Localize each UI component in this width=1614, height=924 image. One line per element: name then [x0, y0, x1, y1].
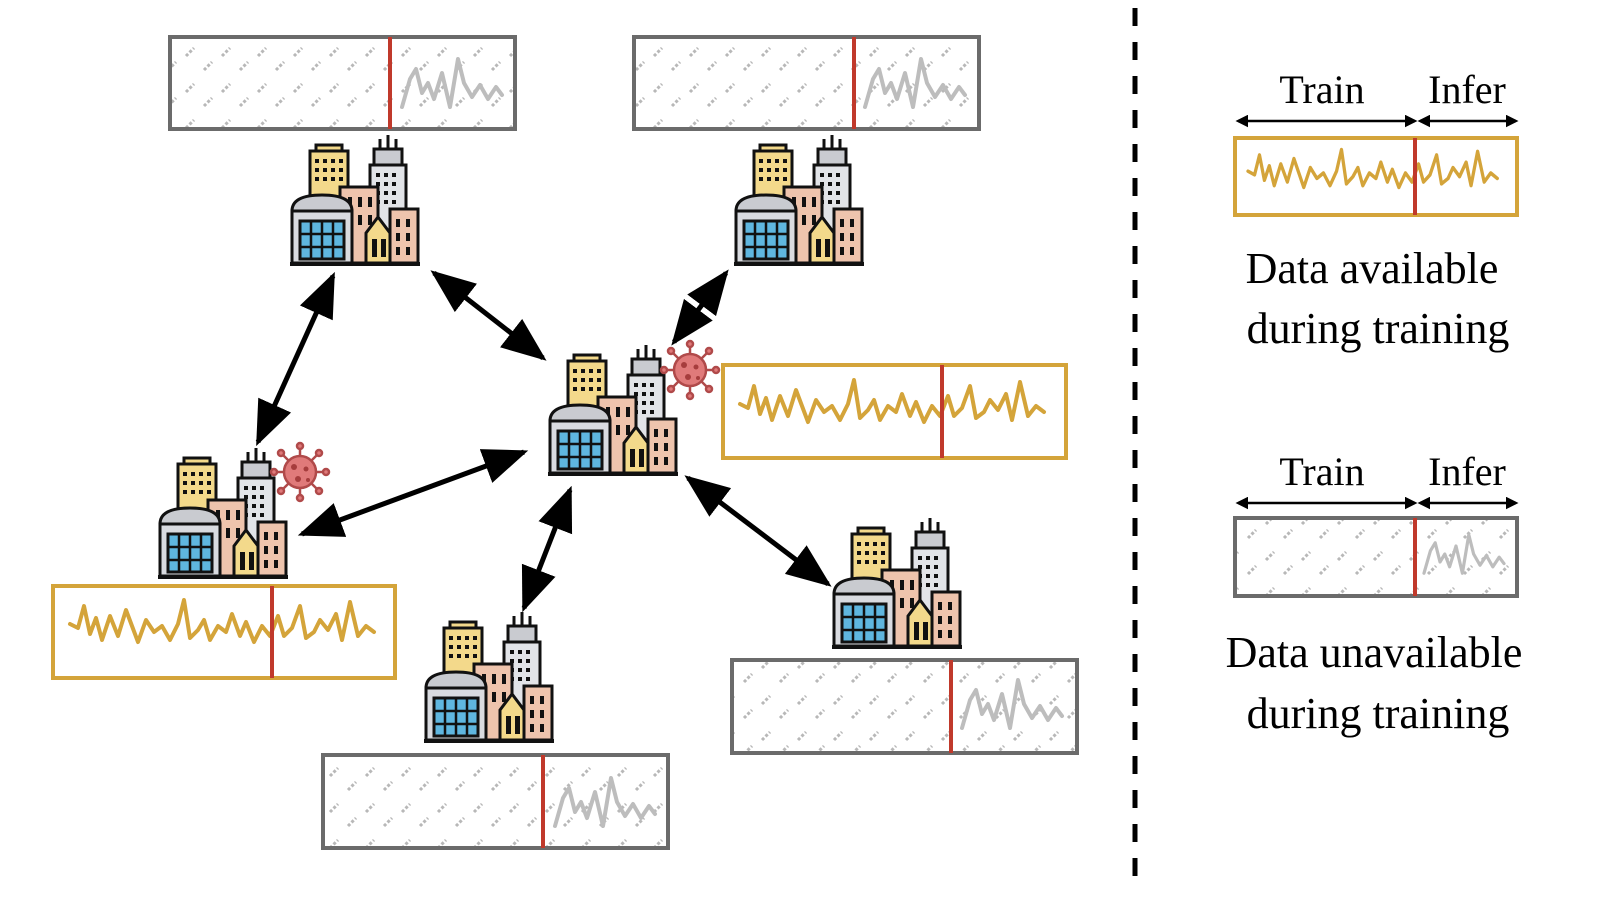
- data-box-available: [51, 584, 397, 680]
- legend-unavailable-infer-label: Infer: [1428, 449, 1506, 494]
- arrow-left-center: [297, 449, 529, 537]
- legend-unavailable-caption-line2: during training: [1247, 689, 1510, 738]
- legend-unavailable-train-label: Train: [1279, 449, 1364, 494]
- legend-unavailable: Train Infer Data unavailable during trai…: [1226, 449, 1523, 738]
- city-buildings-icon: [422, 610, 556, 743]
- legend-available: Train Infer Data available during traini…: [1233, 67, 1519, 353]
- virus-icon: [659, 339, 721, 401]
- connection-arrows: [255, 269, 832, 613]
- city-buildings-icon: [288, 133, 422, 266]
- legend-available-caption-line1: Data available: [1246, 244, 1499, 293]
- data-box-available: [721, 363, 1068, 460]
- city-buildings-icon: [732, 133, 866, 266]
- city-buildings-icon: [156, 446, 290, 579]
- arrow-center-bottom: [521, 485, 573, 613]
- city-buildings-icon: [830, 516, 964, 649]
- legend-unavailable-caption-line1: Data unavailable: [1226, 628, 1523, 677]
- arrow-topleft-left: [255, 271, 336, 447]
- legend-available-infer-label: Infer: [1428, 67, 1506, 112]
- virus-icon: [269, 441, 331, 503]
- data-box-unavailable: [168, 35, 517, 131]
- data-box-unavailable: [632, 35, 981, 131]
- arrow-topright-center: [671, 269, 729, 346]
- data-box-unavailable: [321, 753, 670, 850]
- data-box-unavailable: [730, 658, 1079, 755]
- legend-available-train-label: Train: [1279, 67, 1364, 112]
- city-buildings-icon: [546, 343, 680, 476]
- arrow-topleft-center: [430, 270, 547, 361]
- legend-available-caption-line2: during training: [1247, 304, 1510, 353]
- arrow-center-bottomright: [684, 475, 832, 587]
